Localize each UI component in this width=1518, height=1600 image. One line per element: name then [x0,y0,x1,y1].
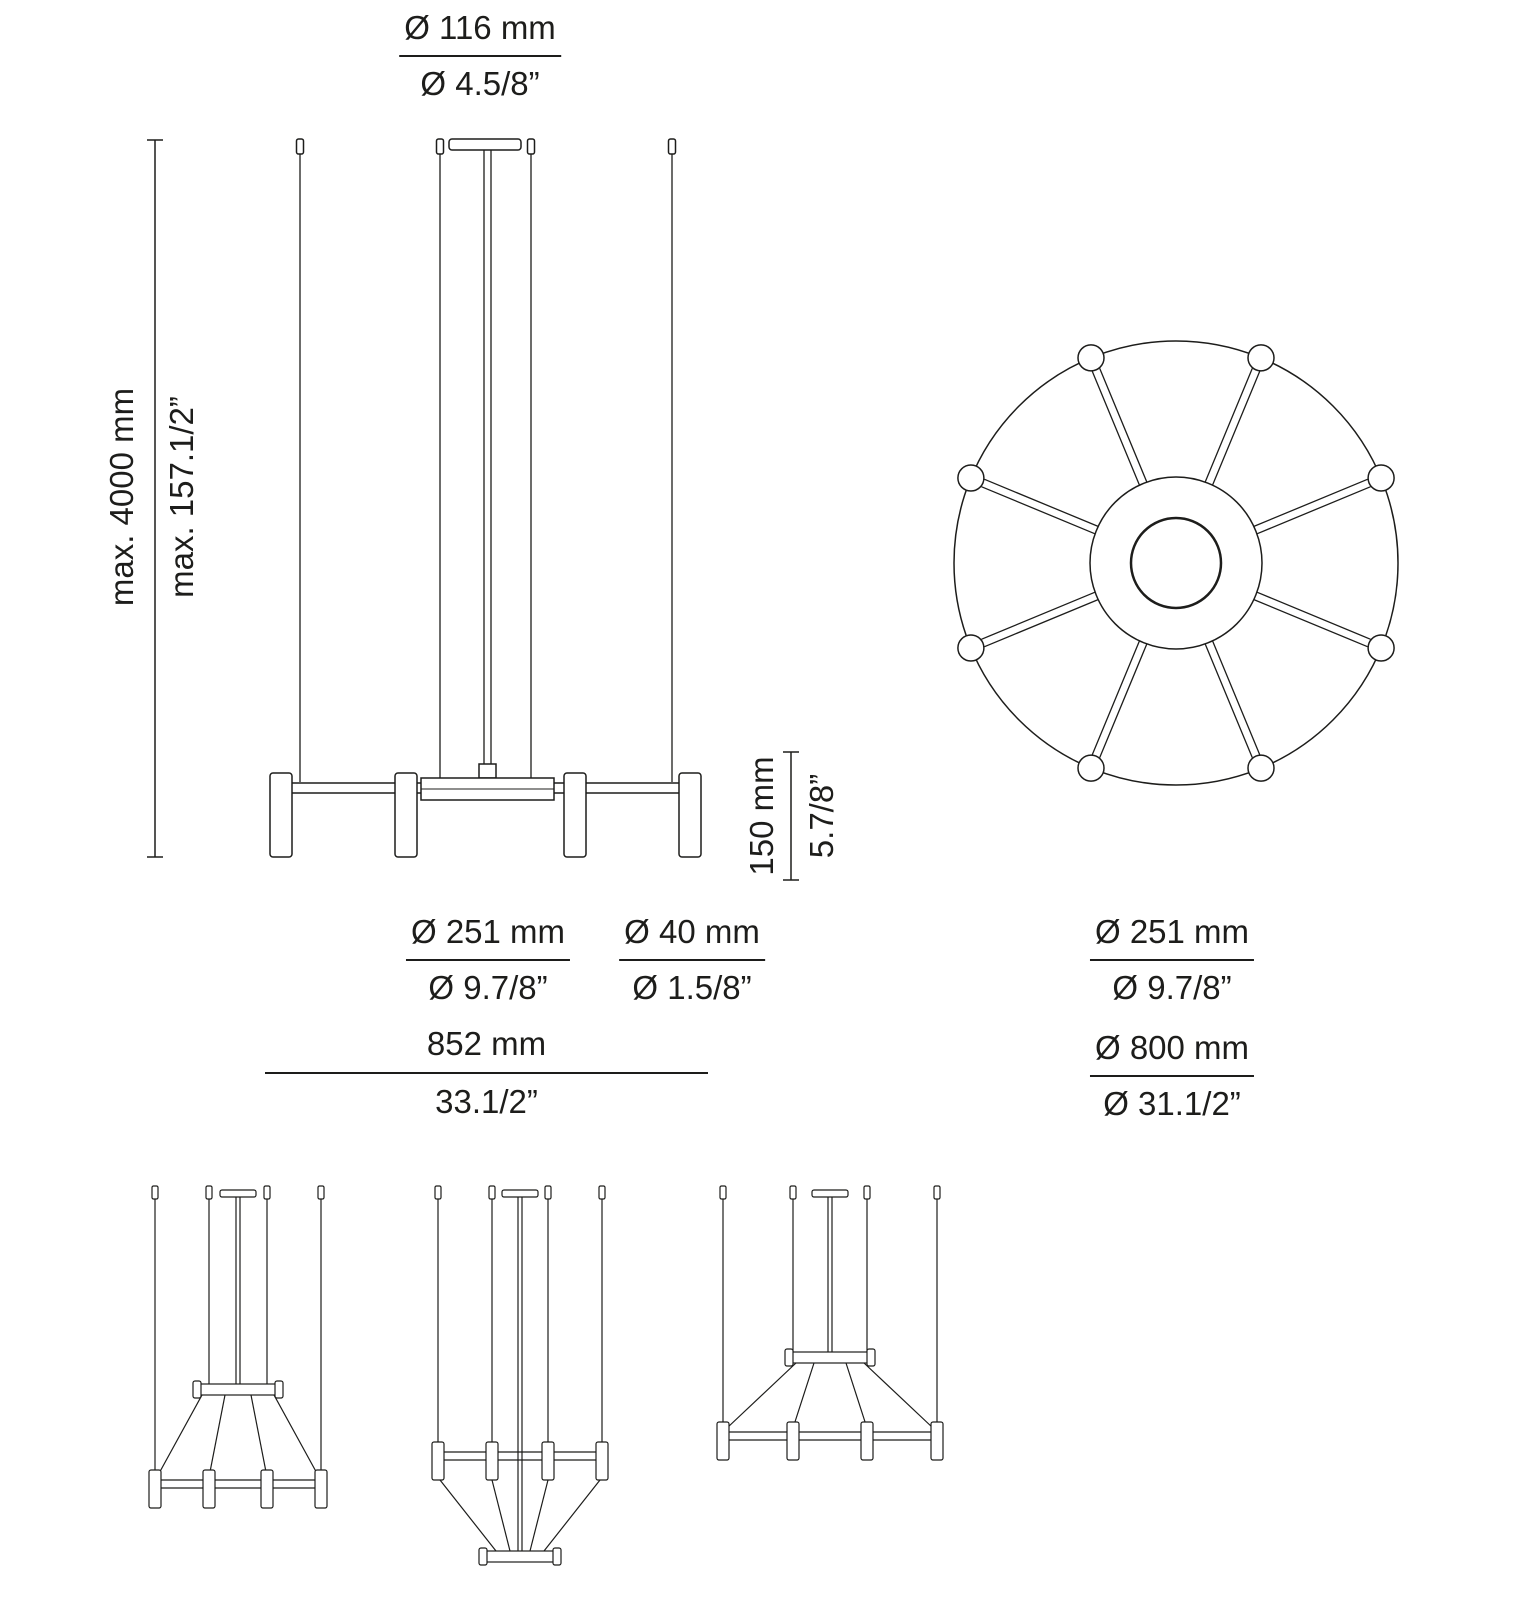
ceiling-canopy [448,138,522,151]
dim-ring-diameter-inch: Ø 31.1/2” [1103,1085,1241,1122]
dim-hub-front-inch: Ø 9.7/8” [428,969,548,1006]
hub-plan-outer [1089,476,1263,650]
small-hub [197,1383,279,1396]
ceiling-canopy [811,1189,849,1198]
dim-overall-width-inch: 33.1/2” [435,1083,538,1120]
dim-canopy-diameter: Ø 116 mm Ø 4.5/8” [399,8,561,104]
candles-front [269,772,702,858]
suspension-wires [299,154,673,782]
dim-overall-width-mm: 852 mm [265,1024,708,1074]
dim-canopy-diameter-mm: Ø 116 mm [399,8,561,57]
variant-view-1 [148,1185,328,1509]
dim-ring-diameter-mm: Ø 800 mm [1089,1028,1255,1077]
dim-hub-top-mm: Ø 251 mm [1089,912,1255,961]
cable-end-fittings [434,1185,606,1200]
dim-max-drop-mm: max. 4000 mm [103,387,140,607]
rod-connector [478,763,497,779]
ring-outline [953,340,1399,786]
candles-front [431,1441,609,1481]
dim-candle-diameter-inch: Ø 1.5/8” [632,969,752,1006]
dim-candle-diameter: Ø 40 mm Ø 1.5/8” [619,912,765,1008]
ceiling-canopy [501,1189,539,1198]
dim-candle-diameter-mm: Ø 40 mm [619,912,765,961]
candles-front [148,1469,328,1509]
dim-candle-height-mm: 150 mm [743,756,780,876]
dim-max-drop-inch: max. 157.1/2” [163,396,200,598]
candles-plan [957,344,1395,782]
dim-hub-top: Ø 251 mm Ø 9.7/8” [1089,912,1255,1008]
spokes [981,368,1371,758]
variant-view-2 [431,1185,609,1566]
dim-candle-height-inch: 5.7/8” [803,773,840,859]
small-hub [483,1550,557,1563]
center-rod [483,150,492,768]
cable-end-fittings [295,138,677,155]
dim-hub-front-mm: Ø 251 mm [405,912,571,961]
dim-canopy-diameter-inch: Ø 4.5/8” [420,65,540,102]
front-view [269,138,702,858]
top-view [953,340,1399,786]
dimension-lines [147,139,799,881]
dim-hub-top-inch: Ø 9.7/8” [1112,969,1232,1006]
cable-end-fittings [151,1185,325,1200]
small-hub [789,1351,871,1364]
dim-overall-width: 852 mm 33.1/2” [265,1024,708,1122]
candles-front [716,1421,944,1461]
dim-ring-diameter: Ø 800 mm Ø 31.1/2” [1089,1028,1255,1124]
hub-plan-inner [1129,516,1223,610]
ceiling-canopy [219,1189,257,1198]
variant-view-3 [716,1185,944,1461]
dim-hub-front: Ø 251 mm Ø 9.7/8” [405,912,571,1008]
